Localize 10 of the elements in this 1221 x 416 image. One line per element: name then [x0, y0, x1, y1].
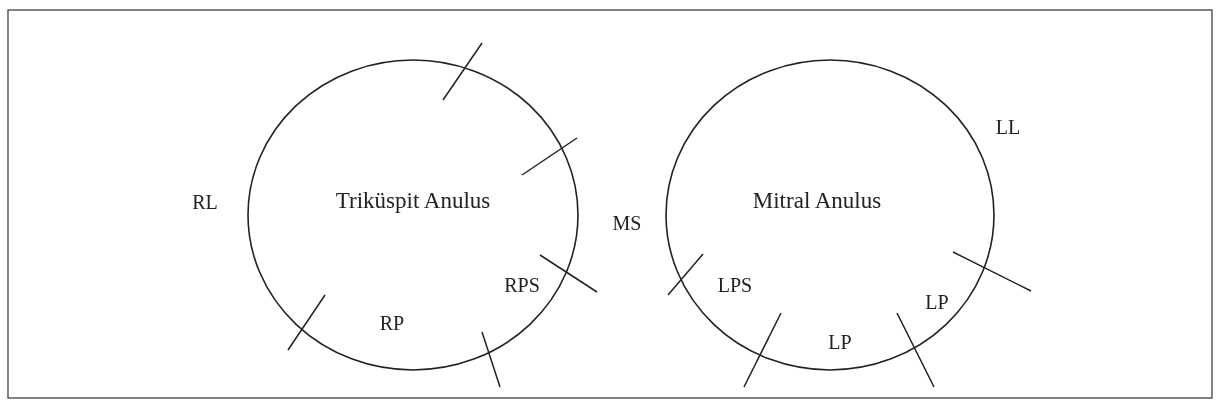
segment-label: RL	[192, 190, 218, 214]
segment-label: RPS	[504, 273, 540, 297]
segment-label: LPS	[717, 273, 753, 297]
segment-label: LP	[925, 290, 949, 314]
annulus-label: Triküspit Anulus	[334, 188, 492, 214]
annulus-label: Mitral Anulus	[751, 188, 883, 214]
segment-label: RP	[379, 311, 405, 335]
segment-label: MS	[612, 211, 642, 235]
segment-label: LL	[995, 115, 1021, 139]
segment-label: LP	[828, 330, 852, 354]
